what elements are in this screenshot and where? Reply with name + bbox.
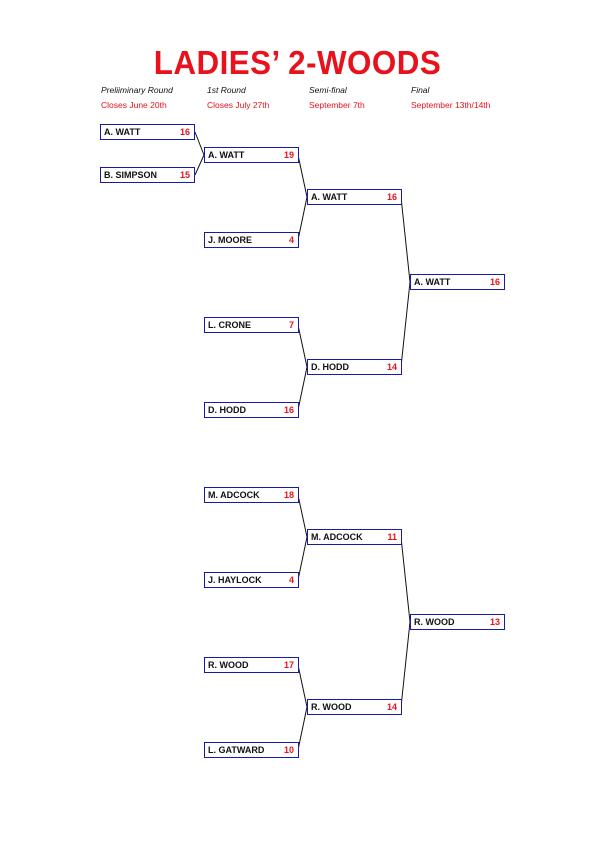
- player-score: 10: [283, 745, 294, 755]
- bracket-entry: A. WATT 16: [410, 274, 505, 290]
- player-score: 16: [179, 127, 190, 137]
- player-score: 4: [288, 235, 294, 245]
- player-score: 16: [386, 192, 397, 202]
- player-name: L. GATWARD: [208, 745, 265, 755]
- bracket-entry: D. HODD 14: [307, 359, 402, 375]
- bracket-entry: A. WATT 16: [100, 124, 195, 140]
- player-score: 19: [283, 150, 294, 160]
- player-name: D. HODD: [208, 405, 246, 415]
- bracket-entry: B. SIMPSON 15: [100, 167, 195, 183]
- player-name: M. ADCOCK: [311, 532, 363, 542]
- player-name: R. WOOD: [311, 702, 352, 712]
- round-closes-preliminary: Closes June 20th: [101, 100, 167, 110]
- player-name: L. CRONE: [208, 320, 252, 330]
- round-closes-first: Closes July 27th: [207, 100, 270, 110]
- bracket-entry: R. WOOD 13: [410, 614, 505, 630]
- player-score: 14: [386, 362, 397, 372]
- player-name: B. SIMPSON: [104, 170, 158, 180]
- round-name-preliminary: Preliiminary Round: [101, 85, 173, 95]
- player-name: A. WATT: [104, 127, 141, 137]
- player-name: A. WATT: [208, 150, 245, 160]
- player-name: R. WOOD: [414, 617, 455, 627]
- bracket-entry: L. CRONE 7: [204, 317, 299, 333]
- player-score: 17: [283, 660, 294, 670]
- player-name: M. ADCOCK: [208, 490, 260, 500]
- player-name: A. WATT: [311, 192, 348, 202]
- player-name: J. HAYLOCK: [208, 575, 262, 585]
- player-score: 4: [288, 575, 294, 585]
- bracket-entry: A. WATT 19: [204, 147, 299, 163]
- bracket-entry: J. MOORE 4: [204, 232, 299, 248]
- bracket-entry: M. ADCOCK 18: [204, 487, 299, 503]
- player-score: 15: [179, 170, 190, 180]
- player-score: 7: [288, 320, 294, 330]
- player-name: R. WOOD: [208, 660, 249, 670]
- player-score: 16: [489, 277, 500, 287]
- page-title: LADIES’ 2-WOODS: [153, 44, 442, 81]
- round-name-semifinal: Semi-final: [309, 85, 347, 95]
- bracket-entry: R. WOOD 17: [204, 657, 299, 673]
- bracket-entry: M. ADCOCK 11: [307, 529, 402, 545]
- player-score: 18: [283, 490, 294, 500]
- round-name-first: 1st Round: [207, 85, 246, 95]
- player-score: 16: [283, 405, 294, 415]
- round-closes-final: September 13th/14th: [411, 100, 491, 110]
- bracket-entry: L. GATWARD 10: [204, 742, 299, 758]
- bracket-entry: A. WATT 16: [307, 189, 402, 205]
- player-name: D. HODD: [311, 362, 349, 372]
- bracket-entry: J. HAYLOCK 4: [204, 572, 299, 588]
- bracket-entry: D. HODD 16: [204, 402, 299, 418]
- player-score: 14: [386, 702, 397, 712]
- player-score: 13: [489, 617, 500, 627]
- bracket-entry: R. WOOD 14: [307, 699, 402, 715]
- player-score: 11: [387, 532, 397, 542]
- player-name: J. MOORE: [208, 235, 253, 245]
- round-name-final: Final: [411, 85, 430, 95]
- round-closes-semifinal: September 7th: [309, 100, 365, 110]
- player-name: A. WATT: [414, 277, 451, 287]
